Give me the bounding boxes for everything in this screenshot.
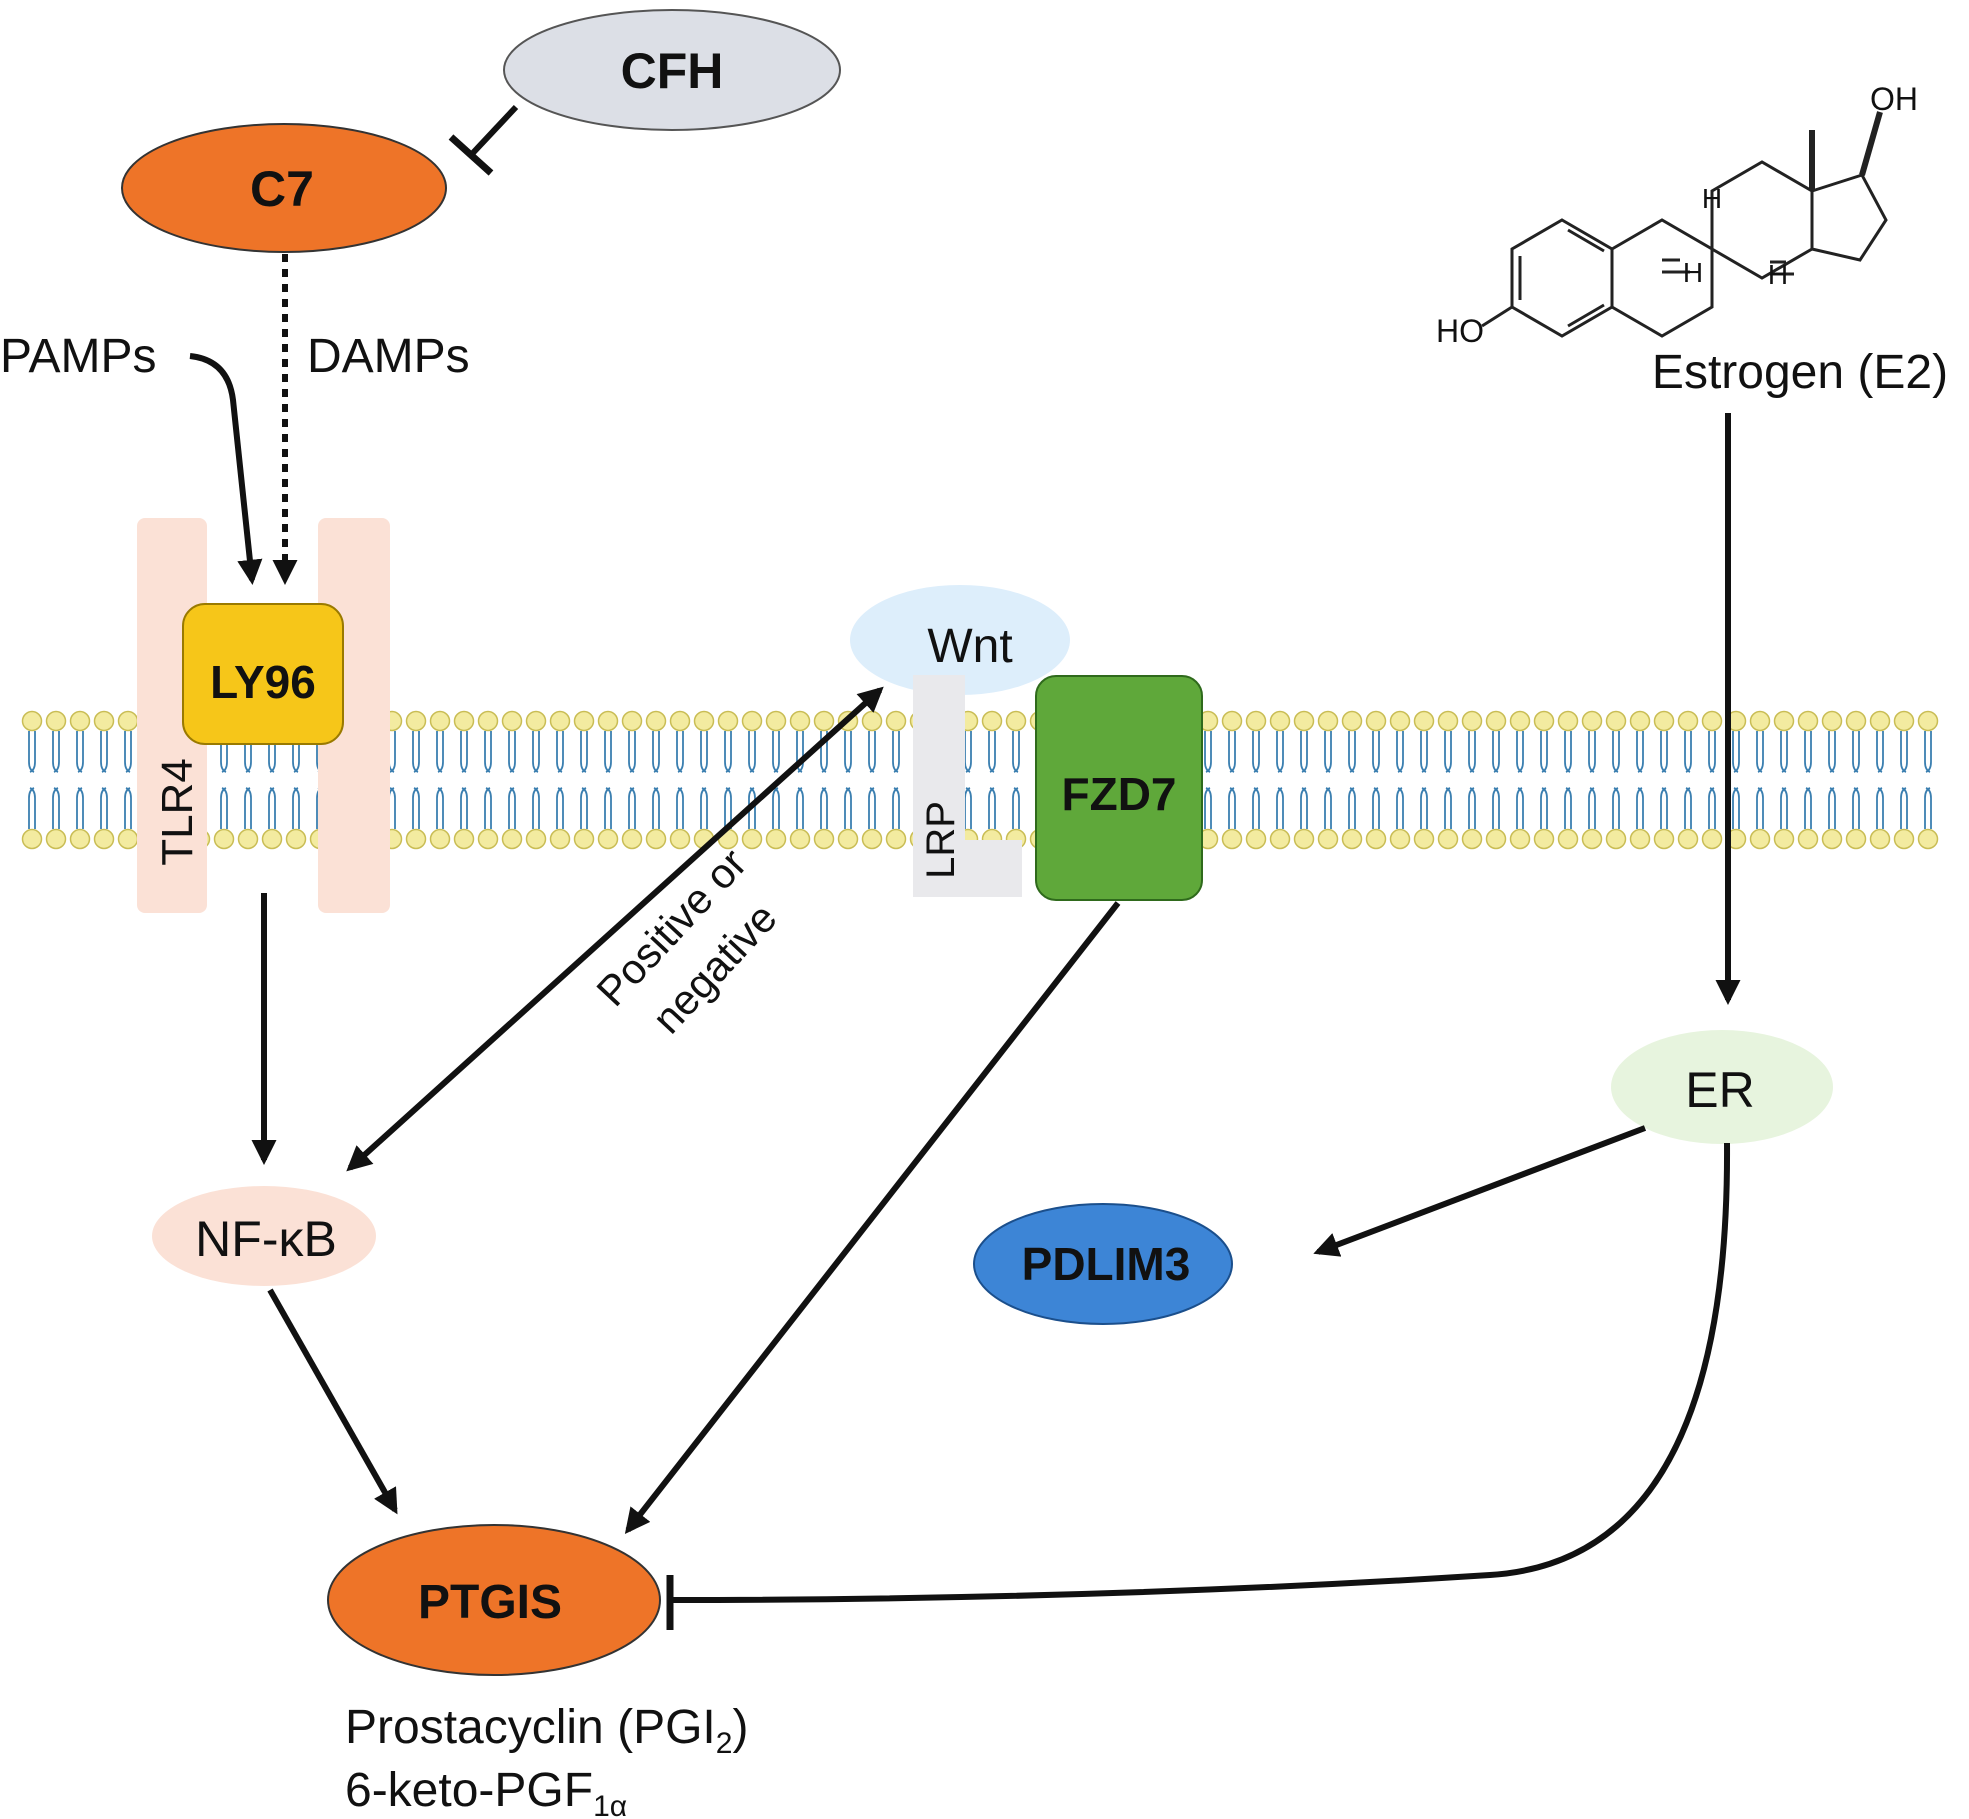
cfh-node bbox=[503, 9, 841, 131]
ptgis-label: PTGIS bbox=[418, 1576, 562, 1629]
pamps-to-ly96-arrow bbox=[189, 353, 263, 586]
nfkb-to-ptgis-arrow bbox=[267, 1288, 398, 1515]
cfh-label: CFH bbox=[621, 43, 724, 99]
pamps-label: PAMPs bbox=[0, 330, 156, 383]
estrogen-oh-label: OH bbox=[1870, 81, 1918, 117]
keto-pgf-label: 6-keto-PGF1α bbox=[345, 1764, 627, 1819]
lrp-receptor bbox=[913, 675, 1022, 897]
ptgis-node bbox=[327, 1524, 661, 1676]
estrogen-structure-icon bbox=[1481, 111, 1888, 338]
wnt-label: Wnt bbox=[927, 620, 1012, 673]
nfkb-label: NF-κB bbox=[195, 1211, 337, 1267]
cfh-inhibits-c7-bar bbox=[448, 134, 494, 176]
c7-label: C7 bbox=[250, 161, 314, 217]
fzd7-node bbox=[1035, 675, 1203, 901]
fzd7-to-ptgis-arrow bbox=[624, 901, 1121, 1534]
pdlim3-node bbox=[973, 1203, 1233, 1325]
ly96-node bbox=[182, 603, 344, 745]
c7-node bbox=[121, 123, 447, 253]
pdlim3-label: PDLIM3 bbox=[1022, 1238, 1191, 1290]
er-inhibits-ptgis-edge bbox=[671, 1142, 1731, 1603]
fzd7-label: FZD7 bbox=[1062, 768, 1177, 820]
prostacyclin-label: Prostacyclin (PGI2) bbox=[345, 1701, 748, 1760]
er-node bbox=[1611, 1030, 1833, 1144]
estrogen-h-label-2: H bbox=[1683, 257, 1703, 288]
cfh-inhibits-c7-edge bbox=[468, 104, 519, 158]
er-to-pdlim3-arrow bbox=[1313, 1125, 1647, 1257]
wnt-nfkb-bidirectional-arrow bbox=[346, 686, 884, 1172]
estrogen-ho-label: HO bbox=[1436, 313, 1484, 349]
nfkb-node bbox=[152, 1186, 376, 1286]
estrogen-label: Estrogen (E2) bbox=[1652, 346, 1948, 399]
lrp-label: LRP bbox=[919, 801, 963, 879]
wnt-node bbox=[850, 585, 1070, 695]
ly96-label: LY96 bbox=[210, 656, 316, 708]
er-label: ER bbox=[1685, 1062, 1754, 1118]
estrogen-h-label-3: H bbox=[1768, 259, 1788, 290]
damps-label: DAMPs bbox=[307, 330, 470, 383]
estrogen-h-label-1: H bbox=[1702, 183, 1722, 214]
tlr4-label: TLR4 bbox=[153, 758, 202, 866]
